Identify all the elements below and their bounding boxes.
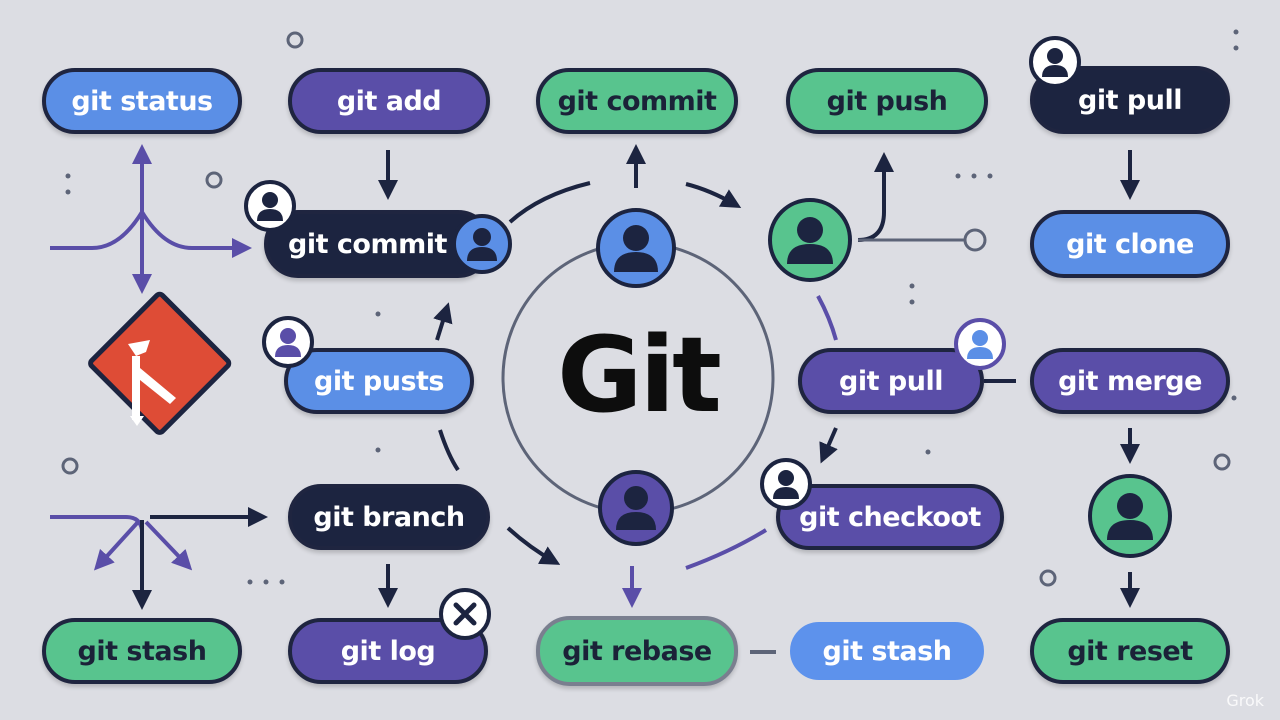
orbit-arc-top-left bbox=[508, 181, 591, 224]
orbit-arc-bottom-left bbox=[506, 526, 561, 565]
user-avatar-icon-bottom bbox=[598, 470, 674, 546]
node-git-commit-top: git commit bbox=[536, 68, 738, 134]
node-git-merge: git merge bbox=[1030, 348, 1230, 414]
node-git-stash-left: git stash bbox=[42, 618, 242, 684]
decorative-points bbox=[65, 29, 1239, 585]
arrow-to-checkoot bbox=[819, 427, 838, 464]
node-git-branch: git branch bbox=[288, 484, 490, 550]
node-git-pull-top: git pull bbox=[1030, 66, 1230, 134]
center-git-title: Git bbox=[557, 314, 722, 436]
arrow-push-up bbox=[857, 152, 894, 242]
orbit-arc-bottom-right bbox=[685, 528, 768, 570]
node-git-rebase: git rebase bbox=[536, 616, 738, 686]
node-git-log: git log bbox=[288, 618, 488, 684]
node-git-clone: git clone bbox=[1030, 210, 1230, 278]
orbit-arc-top-right bbox=[685, 182, 742, 208]
orbit-arc-left bbox=[438, 429, 460, 472]
user-avatar-icon-push bbox=[768, 198, 852, 282]
decorative-dots bbox=[61, 31, 1231, 587]
node-git-add: git add bbox=[288, 68, 490, 134]
node-git-pusts: git pusts bbox=[284, 348, 474, 414]
git-logo-icon bbox=[88, 291, 232, 435]
branch-graph-bottom bbox=[50, 507, 268, 610]
user-avatar-icon-reset bbox=[1088, 474, 1172, 558]
node-git-checkoot: git checkoot bbox=[776, 484, 1004, 550]
node-git-stash-mid: git stash bbox=[786, 618, 988, 684]
node-git-push: git push bbox=[786, 68, 988, 134]
user-avatar-icon-top bbox=[596, 208, 676, 288]
orbit-arc-right bbox=[816, 295, 838, 341]
node-git-reset: git reset bbox=[1030, 618, 1230, 684]
node-git-pull-mid: git pull bbox=[798, 348, 984, 414]
connector-end-node bbox=[963, 228, 987, 252]
node-git-status: git status bbox=[42, 68, 242, 134]
branch-graph-top bbox=[50, 144, 252, 294]
grok-watermark: Grok bbox=[1226, 691, 1264, 710]
arrow-to-commit-mid bbox=[433, 302, 453, 341]
node-git-commit-mid: git commit bbox=[264, 210, 492, 278]
